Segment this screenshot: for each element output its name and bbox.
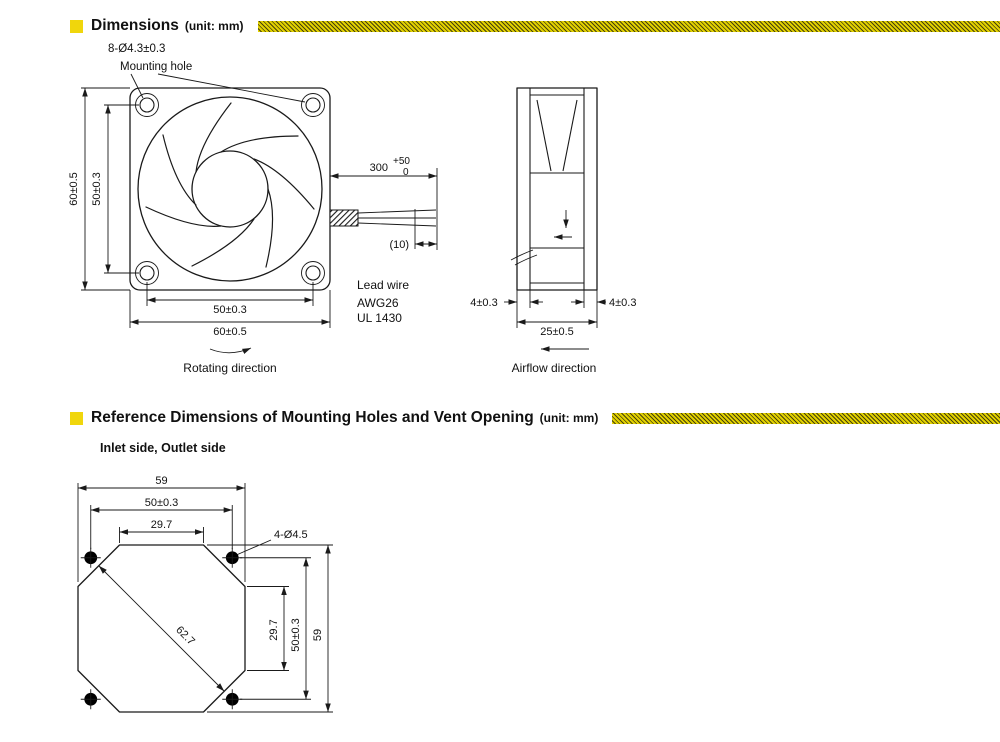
dim-height-inner: 50±0.3 [91, 172, 103, 206]
vent-diagonal-dimension: 62.7 [98, 565, 225, 692]
front-bottom-dimensions: 50±0.3 60±0.5 [129, 282, 331, 338]
side-view-internal-lines [529, 88, 585, 290]
section1-header: Dimensions (unit: mm) [70, 14, 1000, 38]
section1-title: Dimensions [91, 17, 179, 34]
section1-unit: (unit: mm) [184, 19, 244, 33]
section1-divider-hatch [257, 20, 1000, 32]
dim-flange-right: 4±0.3 [609, 297, 636, 309]
vent-opening-drawing: 59 50±0.3 29.7 4-Ø4.5 62.7 29.7 [77, 475, 333, 713]
vent-subtitle: Inlet side, Outlet side [100, 441, 226, 455]
rotating-direction-label: Rotating direction [183, 361, 276, 375]
airflow-direction-label: Airflow direction [512, 361, 597, 375]
dim-vent-width-mid: 50±0.3 [145, 497, 179, 509]
wire-lines [330, 168, 438, 250]
section2-title: Reference Dimensions of Mounting Holes a… [91, 409, 534, 426]
molded-direction-arrows [554, 210, 572, 240]
vent-right-dimensions: 29.7 50±0.3 59 [207, 544, 333, 713]
dim-height-outer: 60±0.5 [68, 172, 80, 206]
dim-wire-length: 300 [370, 162, 388, 174]
rotating-direction: Rotating direction [183, 347, 277, 375]
section2-header: Reference Dimensions of Mounting Holes a… [70, 406, 1000, 430]
dim-wire-tol-zero: 0 [403, 167, 409, 178]
section1-bullet-icon [70, 19, 83, 33]
dim-vent-width-inner: 29.7 [151, 519, 172, 531]
lead-wire-label: Lead wire [357, 278, 409, 292]
vent-octagon [77, 544, 246, 713]
section2-divider-hatch [612, 412, 1000, 424]
fan-front-view [129, 87, 331, 291]
dim-width-outer: 60±0.5 [213, 326, 247, 338]
wire-ul-label: UL 1430 [357, 311, 402, 325]
dim-flange-left: 4±0.3 [470, 297, 497, 309]
section2-bullet-icon [70, 411, 83, 425]
dim-wire-strip: (10) [389, 239, 409, 251]
dim-depth: 25±0.5 [540, 326, 574, 338]
wire-strain-relief [329, 209, 359, 227]
vent-hole-callout: 4-Ø4.5 [237, 529, 308, 555]
callout-hole-size: 8-Ø4.3±0.3 [108, 43, 165, 55]
dim-vent-height-mid: 50±0.3 [290, 618, 302, 652]
side-view-wire [510, 249, 538, 266]
dim-vent-height-outer: 59 [312, 629, 324, 641]
vent-mounting-holes [80, 547, 243, 710]
dim-wire-tol-plus: +50 [393, 156, 410, 167]
dim-vent-width-outer: 59 [155, 475, 167, 487]
fan-side-view [510, 87, 598, 291]
fan-blades [145, 102, 315, 268]
mounting-hole-callout: 8-Ø4.3±0.3 Mounting hole [108, 43, 306, 103]
dim-vent-height-inner: 29.7 [268, 619, 280, 640]
front-left-dimensions: 60±0.5 50±0.3 [68, 87, 139, 291]
vent-hole-size: 4-Ø4.5 [274, 529, 308, 541]
dim-width-inner: 50±0.3 [213, 304, 247, 316]
vent-top-dimensions: 59 50±0.3 29.7 [77, 475, 246, 582]
side-view-dimensions: 4±0.3 4±0.3 25±0.5 Airflow direction [470, 290, 636, 375]
wire-gauge-label: AWG26 [357, 296, 399, 310]
section2-unit: (unit: mm) [539, 411, 599, 425]
lead-wire-group: 300 +50 0 (10) Lead wire AWG26 UL 1430 [329, 156, 438, 325]
callout-hole-label: Mounting hole [120, 61, 192, 73]
dimensions-drawing: 8-Ø4.3±0.3 Mounting hole 60±0.5 50±0.3 5… [68, 43, 636, 375]
